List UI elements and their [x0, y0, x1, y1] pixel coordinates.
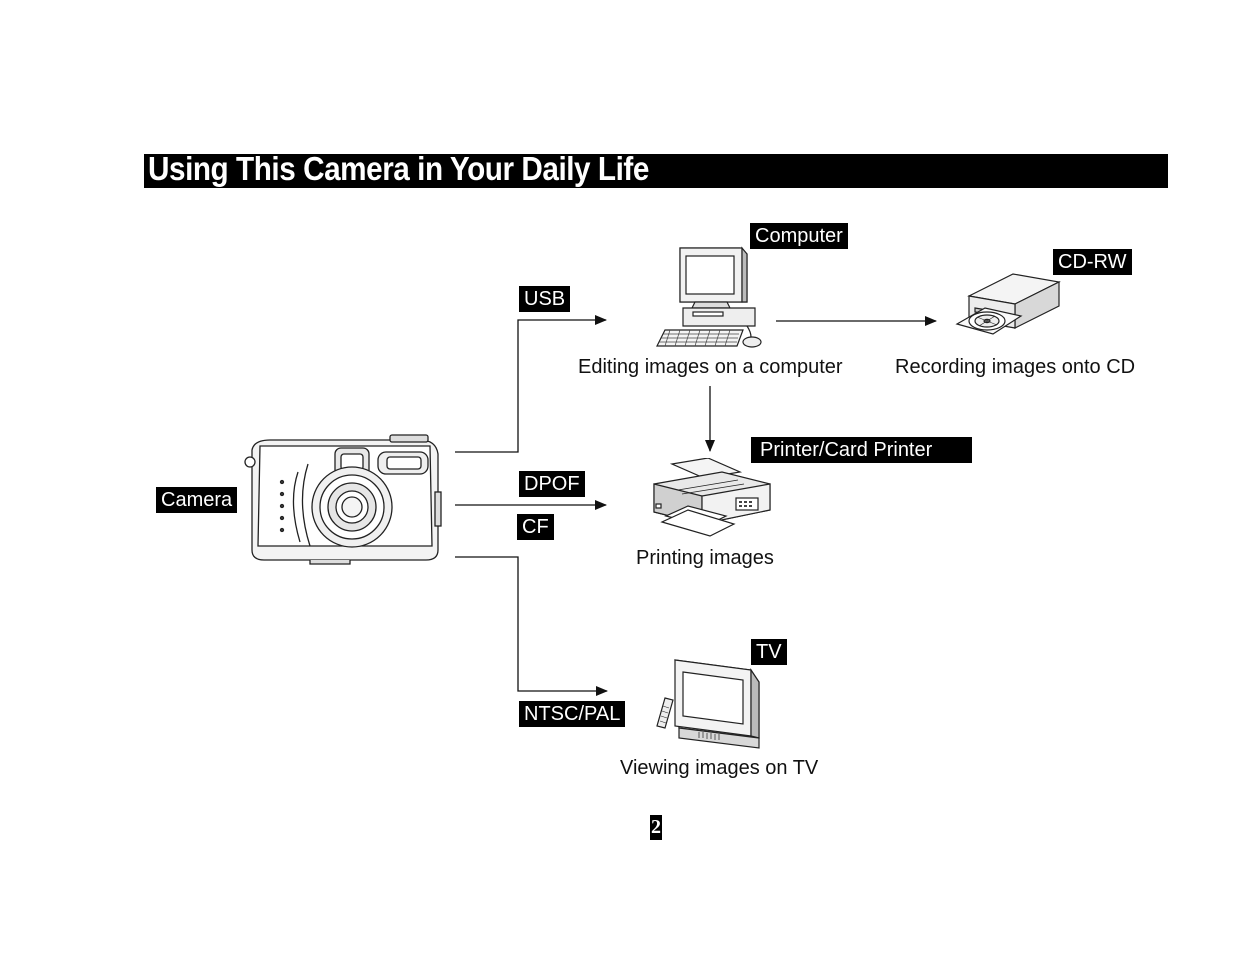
camera-label: Camera: [156, 487, 238, 513]
camera-icon: [244, 434, 442, 565]
tv-icon: [656, 659, 760, 749]
computer-icon: [656, 246, 762, 348]
tv-label: TV: [751, 639, 787, 665]
cd-rw-label: CD-RW: [1053, 249, 1132, 275]
usb-connector-line: [455, 315, 607, 453]
tv-caption: Viewing images on TV: [620, 757, 819, 779]
cd-caption: Recording images onto CD: [895, 356, 1136, 378]
page-title-bar: Using This Camera in Your Daily Life: [144, 150, 1168, 188]
cf-label: CF: [517, 514, 554, 540]
page-number: 2: [650, 815, 662, 840]
ntsc-pal-label: NTSC/PAL: [519, 701, 626, 727]
page-title: Using This Camera in Your Daily Life: [148, 150, 649, 187]
computer-caption: Editing images on a computer: [578, 356, 843, 378]
printer-label: Printer/Card Printer: [751, 437, 972, 463]
computer-label: Computer: [750, 223, 848, 249]
printer-icon: [653, 458, 771, 537]
usb-label: USB: [519, 286, 571, 312]
tv-connector-line: [455, 556, 608, 696]
dpof-label: DPOF: [519, 471, 585, 497]
cd-rw-drive-icon: [955, 273, 1061, 335]
printer-caption: Printing images: [636, 547, 774, 569]
